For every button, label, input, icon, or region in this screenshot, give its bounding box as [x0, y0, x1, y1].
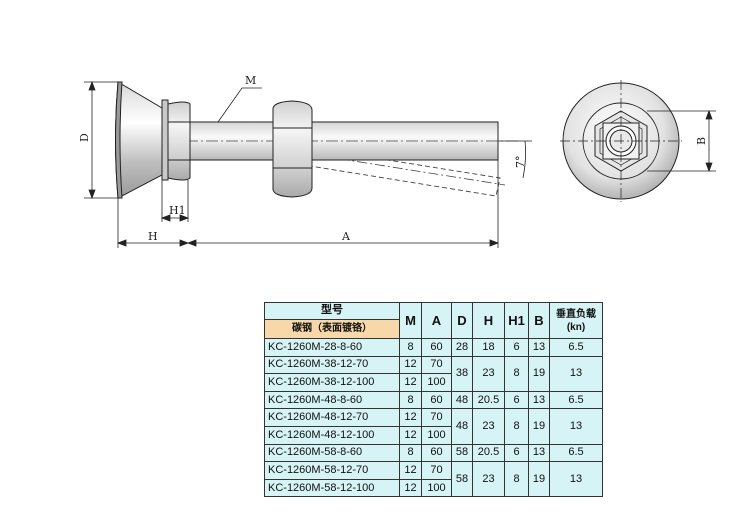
cell-a: 100: [421, 373, 452, 392]
cell-m: 12: [399, 355, 422, 375]
header-d: D: [451, 302, 473, 339]
cell-a: 70: [421, 355, 452, 375]
cell-m: 12: [399, 461, 422, 480]
cell-h: 20.5: [472, 390, 505, 410]
cell-d: 38: [451, 355, 473, 392]
cell-h: 18: [472, 338, 505, 357]
cell-m: 8: [399, 443, 422, 463]
cell-h1: 6: [504, 443, 529, 463]
cell-a: 70: [421, 408, 452, 427]
cell-b: 13: [528, 390, 550, 410]
header-type-material: 碳钢（表面镀铬）: [264, 318, 400, 340]
technical-drawing: M D H1 H A 7°: [78, 74, 716, 248]
label-h1: H1: [169, 204, 186, 217]
label-a: A: [341, 230, 351, 243]
cell-d: 48: [451, 390, 473, 410]
front-view: [560, 80, 682, 202]
cell-h: 23: [472, 461, 505, 498]
cell-m: 8: [399, 338, 422, 357]
table-row: KC-1260M-58-12-70 12 70 58 23 8 19 13: [264, 461, 603, 498]
cell-model: KC-1260M-28-8-60: [264, 338, 400, 357]
lock-hex-nut: [272, 100, 313, 198]
m-leader: [217, 87, 262, 123]
label-d: D: [78, 133, 91, 142]
tilted-shaft: [185, 127, 506, 197]
cell-h: 23: [472, 355, 505, 392]
cell-model: KC-1260M-48-8-60: [264, 390, 400, 410]
spec-table: 型号 M A D H H1 B 垂直负载 (kn) 碳钢（表面镀铬） KC-12…: [264, 302, 603, 498]
cell-load: 13: [549, 408, 603, 445]
cell-b: 13: [528, 443, 550, 463]
cell-h: 20.5: [472, 443, 505, 463]
cell-d: 58: [451, 461, 473, 498]
cell-a: 60: [421, 443, 452, 463]
cell-m: 12: [399, 373, 422, 392]
angle-indicator: [498, 140, 532, 179]
cell-model: KC-1260M-58-12-100: [264, 478, 400, 498]
h1-dimension: [160, 175, 190, 222]
label-angle: 7°: [514, 156, 527, 169]
threaded-shaft: [185, 121, 520, 161]
cell-m: 12: [399, 478, 422, 498]
b-dimension: [647, 109, 716, 173]
cell-load: 13: [549, 355, 603, 392]
table-row: KC-1260M-58-12-100 12 100: [264, 478, 603, 498]
cell-h1: 8: [504, 408, 529, 445]
cell-a: 60: [421, 338, 452, 357]
cell-h: 23: [472, 408, 505, 445]
cell-b: 19: [528, 355, 550, 392]
table-row: KC-1260M-38-12-100 12 100: [264, 373, 603, 392]
cell-model: KC-1260M-48-12-70: [264, 408, 400, 427]
table-row: KC-1260M-48-8-60 8 60 48 20.5 6 13 6.5: [264, 390, 603, 410]
cell-b: 13: [528, 338, 550, 357]
header-a: A: [421, 302, 452, 339]
table-row: KC-1260M-48-12-70 12 70 48 23 8 19 13: [264, 408, 603, 445]
header-h1: H1: [504, 302, 529, 339]
cell-model: KC-1260M-48-12-100: [264, 425, 400, 445]
cell-a: 100: [421, 478, 452, 498]
table-row: KC-1260M-38-12-70 12 70 38 23 8 19 13: [264, 355, 603, 392]
header-m: M: [399, 302, 422, 339]
label-m: M: [245, 74, 256, 87]
cell-m: 8: [399, 390, 422, 410]
cell-b: 19: [528, 408, 550, 445]
cell-load: 6.5: [549, 443, 603, 463]
header-b: B: [528, 302, 550, 339]
cell-model: KC-1260M-58-8-60: [264, 443, 400, 463]
table-row: KC-1260M-28-8-60 8 60 28 18 6 13 6.5: [264, 338, 603, 357]
cell-d: 58: [451, 443, 473, 463]
header-h: H: [472, 302, 505, 339]
label-b: B: [695, 137, 708, 145]
cell-b: 19: [528, 461, 550, 498]
label-h: H: [148, 230, 158, 243]
cell-model: KC-1260M-38-12-70: [264, 355, 400, 375]
header-load-label: 垂直负载: [556, 308, 596, 320]
h-a-dimension: [116, 160, 500, 248]
header-load-unit: (kn): [566, 321, 586, 333]
cell-d: 48: [451, 408, 473, 445]
cell-load: 6.5: [549, 390, 603, 410]
cell-a: 100: [421, 425, 452, 445]
cell-m: 12: [399, 425, 422, 445]
header-type: 型号: [264, 302, 400, 320]
cell-model: KC-1260M-58-12-70: [264, 461, 400, 480]
table-row: KC-1260M-48-12-100 12 100: [264, 425, 603, 445]
cell-h1: 6: [504, 338, 529, 357]
d-dimension: [84, 80, 118, 200]
header-load: 垂直负载 (kn): [549, 302, 603, 339]
cell-h1: 6: [504, 390, 529, 410]
leveling-foot-base: [115, 81, 169, 199]
cell-a: 60: [421, 390, 452, 410]
cell-h1: 8: [504, 355, 529, 392]
cell-load: 13: [549, 461, 603, 498]
cell-a: 70: [421, 461, 452, 480]
cell-m: 12: [399, 408, 422, 427]
table-row: KC-1260M-58-8-60 8 60 58 20.5 6 13 6.5: [264, 443, 603, 463]
cell-d: 28: [451, 338, 473, 357]
base-hex-nut: [167, 101, 191, 181]
cell-load: 6.5: [549, 338, 603, 357]
cell-h1: 8: [504, 461, 529, 498]
cell-model: KC-1260M-38-12-100: [264, 373, 400, 392]
